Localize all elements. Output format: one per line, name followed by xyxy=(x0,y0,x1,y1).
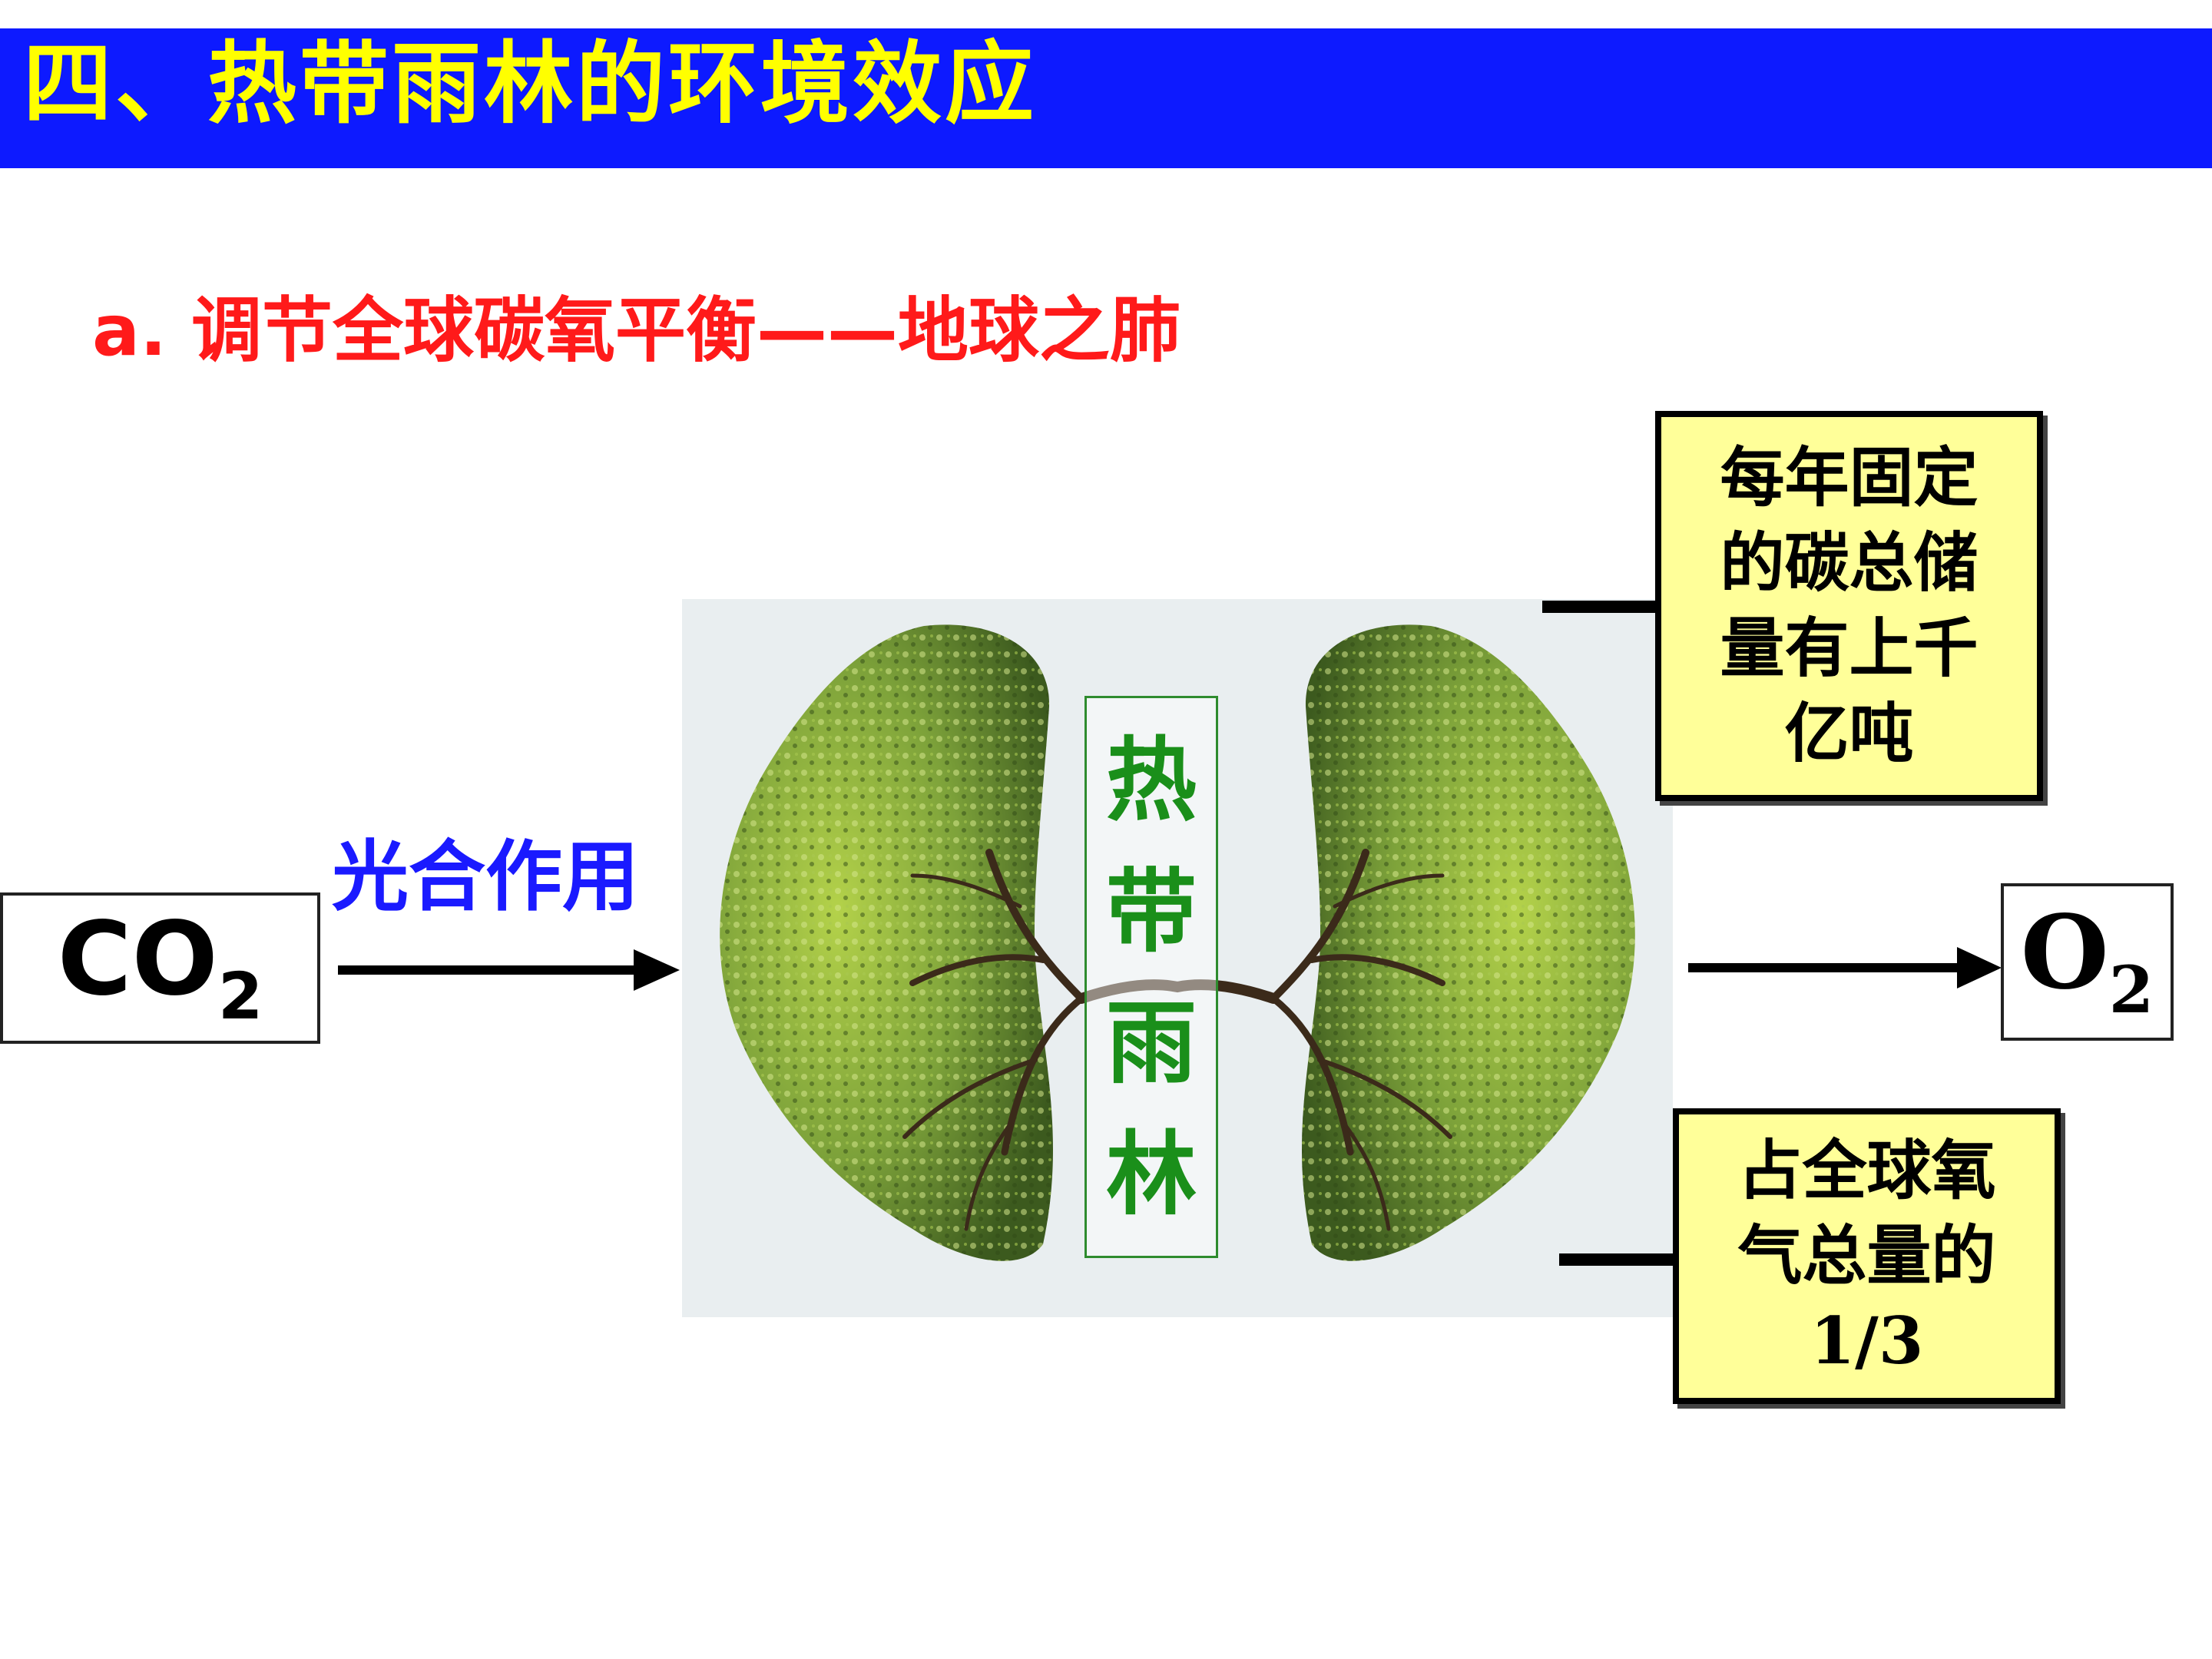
co2-formula: CO2 xyxy=(57,899,263,1034)
forest-char: 雨 xyxy=(1105,989,1197,1096)
page-title: 四、热带雨林的环境效应 xyxy=(23,32,1037,136)
photosynthesis-label: 光合作用 xyxy=(332,832,639,922)
oxygen-note-connector xyxy=(1559,1253,1674,1266)
title-banner xyxy=(0,28,2212,168)
co2-box: CO2 xyxy=(0,892,320,1044)
note-line: 亿吨 xyxy=(1784,694,1914,771)
note-line: 的碳总储 xyxy=(1720,525,1979,601)
note-line: 每年固定 xyxy=(1720,439,1979,516)
oxygen-share-note: 占全球氧 气总量的 1/3 xyxy=(1673,1108,2061,1404)
carbon-storage-note: 每年固定 的碳总储 量有上千 亿吨 xyxy=(1655,411,2043,801)
carbon-note-connector xyxy=(1542,601,1657,613)
tree-lungs-icon xyxy=(720,624,1635,1261)
input-arrow xyxy=(338,949,680,991)
forest-char: 林 xyxy=(1105,1121,1197,1228)
section-subtitle: a. 调节全球碳氧平衡——地球之肺 xyxy=(92,290,1181,372)
tropical-rainforest-label: 热 带 雨 林 xyxy=(1084,696,1218,1258)
note-line: 占全球氧 xyxy=(1737,1132,1996,1209)
output-arrow xyxy=(1688,947,2002,988)
note-line: 1/3 xyxy=(1810,1302,1924,1379)
o2-box: O2 xyxy=(2001,883,2174,1041)
forest-char: 热 xyxy=(1105,726,1197,833)
note-line: 气总量的 xyxy=(1737,1217,1996,1294)
note-line: 量有上千 xyxy=(1720,610,1979,686)
o2-formula: O2 xyxy=(2020,892,2154,1028)
forest-char: 带 xyxy=(1105,857,1197,965)
